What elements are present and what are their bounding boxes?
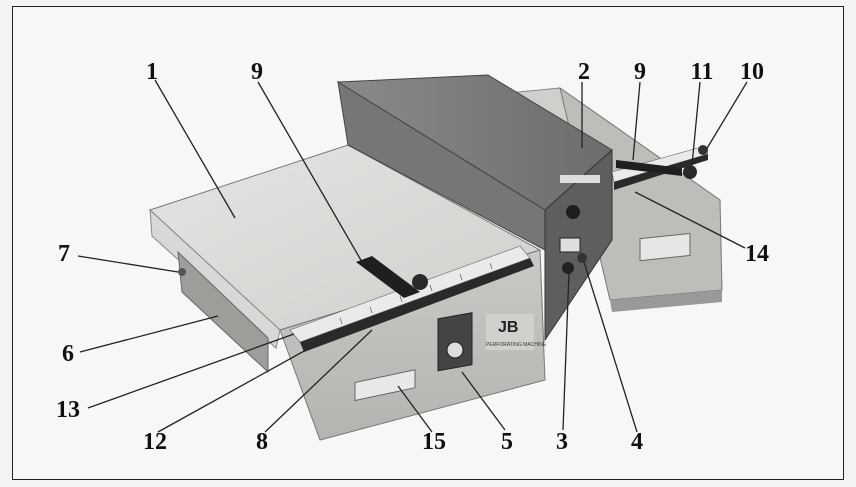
callout-10: 10 xyxy=(740,59,764,85)
leader-9b xyxy=(632,81,641,161)
left-side-panel xyxy=(177,250,269,374)
switch-panel xyxy=(559,237,581,253)
callout-7: 7 xyxy=(58,241,70,267)
callout-8: 8 xyxy=(256,429,268,455)
leader-5 xyxy=(461,371,506,431)
leader-7 xyxy=(77,255,179,273)
leader-12 xyxy=(157,349,307,433)
head-label-plate xyxy=(560,175,600,183)
rail-end-knob-icon xyxy=(698,145,708,155)
callout-3: 3 xyxy=(556,429,568,455)
leader-10 xyxy=(705,81,748,151)
callout-4: 4 xyxy=(631,429,643,455)
right-paper-guide xyxy=(616,160,682,176)
callout-13: 13 xyxy=(56,397,80,423)
front-handle xyxy=(354,369,416,402)
callout-5: 5 xyxy=(501,429,513,455)
button-4-icon xyxy=(577,253,587,263)
leader-9a xyxy=(257,81,363,263)
leader-4 xyxy=(583,261,638,433)
brand-text: PERFORATING MACHINE xyxy=(486,342,547,348)
callout-6: 6 xyxy=(62,341,74,367)
right-rail xyxy=(611,145,709,190)
left-knob-icon xyxy=(178,268,186,276)
callout-11: 11 xyxy=(690,59,714,85)
brand-logo: JB xyxy=(498,319,518,336)
lock-knob-icon xyxy=(683,165,697,179)
callout-14: 14 xyxy=(745,241,769,267)
leader-8 xyxy=(264,329,373,433)
leader-1 xyxy=(154,79,236,219)
indicator-light-icon xyxy=(566,205,580,219)
callout-2: 2 xyxy=(578,59,590,85)
leader-lines xyxy=(77,79,748,433)
callout-1: 1 xyxy=(146,59,158,85)
leader-3 xyxy=(562,271,570,431)
key-switch xyxy=(437,312,473,372)
callout-12: 12 xyxy=(143,429,167,455)
callout-9-left: 9 xyxy=(251,59,263,85)
leader-14 xyxy=(634,191,746,249)
leader-15 xyxy=(397,385,433,433)
left-paper-guide xyxy=(356,256,428,298)
leader-11 xyxy=(691,81,701,166)
brand-logo-area xyxy=(486,314,534,350)
callout-9-right: 9 xyxy=(634,59,646,85)
cutting-head xyxy=(336,74,613,342)
leader-6 xyxy=(79,315,219,353)
callout-15: 15 xyxy=(422,429,446,455)
right-handle xyxy=(639,232,691,262)
button-3-icon xyxy=(562,262,574,274)
leader-13 xyxy=(87,333,295,409)
right-front-panel xyxy=(639,232,691,262)
